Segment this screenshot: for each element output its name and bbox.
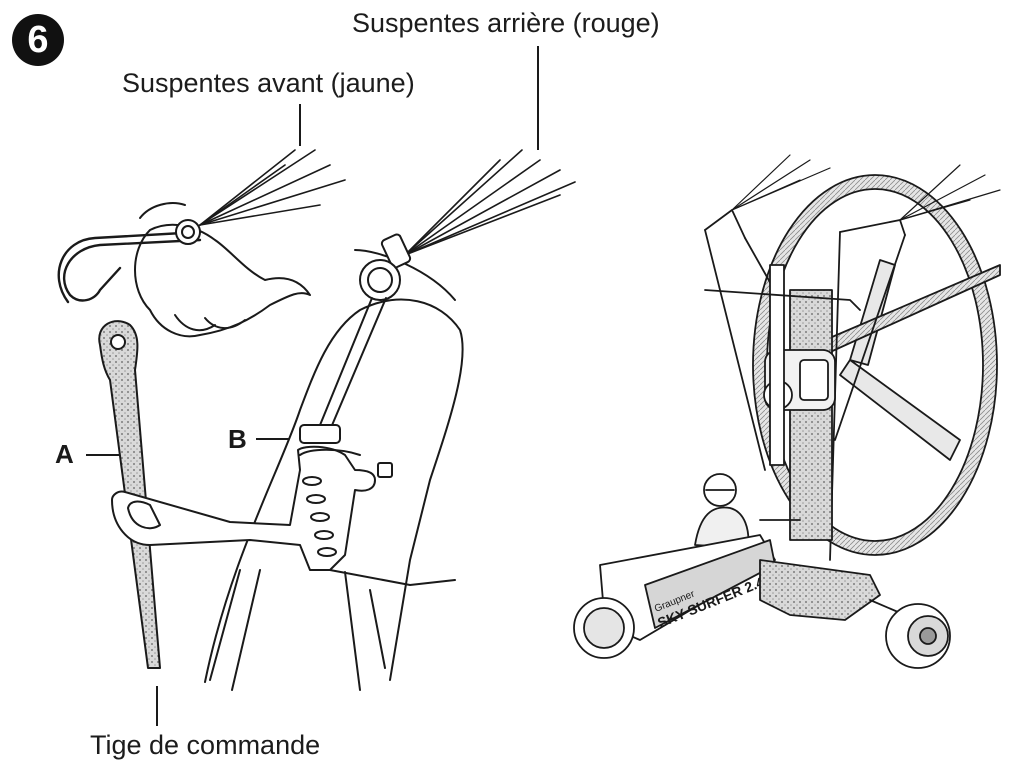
- rear-lines-bundle: [405, 150, 575, 255]
- b-attachment: [300, 425, 340, 443]
- motor-mast: [790, 290, 832, 540]
- attachment-detail: [59, 150, 575, 690]
- aircraft: Graupner SKY SURFER 2.4: [574, 155, 1000, 668]
- front-lines-bundle: [200, 150, 345, 225]
- lower-frame: [760, 560, 880, 620]
